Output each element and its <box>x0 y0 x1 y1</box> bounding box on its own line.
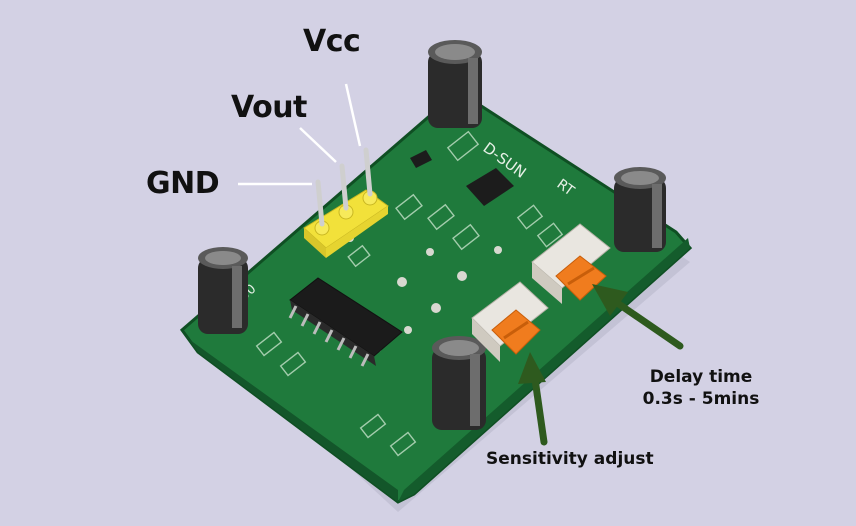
sensitivity-adjust-label: Sensitivity adjust <box>486 449 654 469</box>
delay-time-range: 0.3s - 5mins <box>642 389 760 409</box>
capacitor-bottom <box>432 336 486 430</box>
smd-transistor <box>466 168 514 206</box>
vout-label: Vout <box>231 90 307 125</box>
smd-small-component <box>410 150 432 168</box>
vout-leader-line <box>299 127 337 163</box>
ic-chip <box>288 277 403 367</box>
pin-header <box>303 189 389 258</box>
vcc-leader-line <box>344 83 362 147</box>
delay-time-label: Delay time 0.3s - 5mins <box>626 366 776 410</box>
potentiometer-sensitivity <box>471 281 549 362</box>
capacitor-top <box>428 40 482 128</box>
pin-leader-lines <box>238 83 362 186</box>
sensitivity-arrow <box>518 352 548 446</box>
delay-time-title: Delay time <box>649 367 753 387</box>
pcb-traces <box>255 130 564 457</box>
gnd-label: GND <box>146 166 220 201</box>
potentiometer-delay <box>531 223 611 304</box>
capacitor-left <box>198 247 248 334</box>
capacitor-right <box>614 167 666 252</box>
header-pins <box>315 147 373 227</box>
delay-arrow <box>592 284 684 350</box>
vcc-label: Vcc <box>303 24 361 59</box>
pcb-edge <box>182 330 398 502</box>
